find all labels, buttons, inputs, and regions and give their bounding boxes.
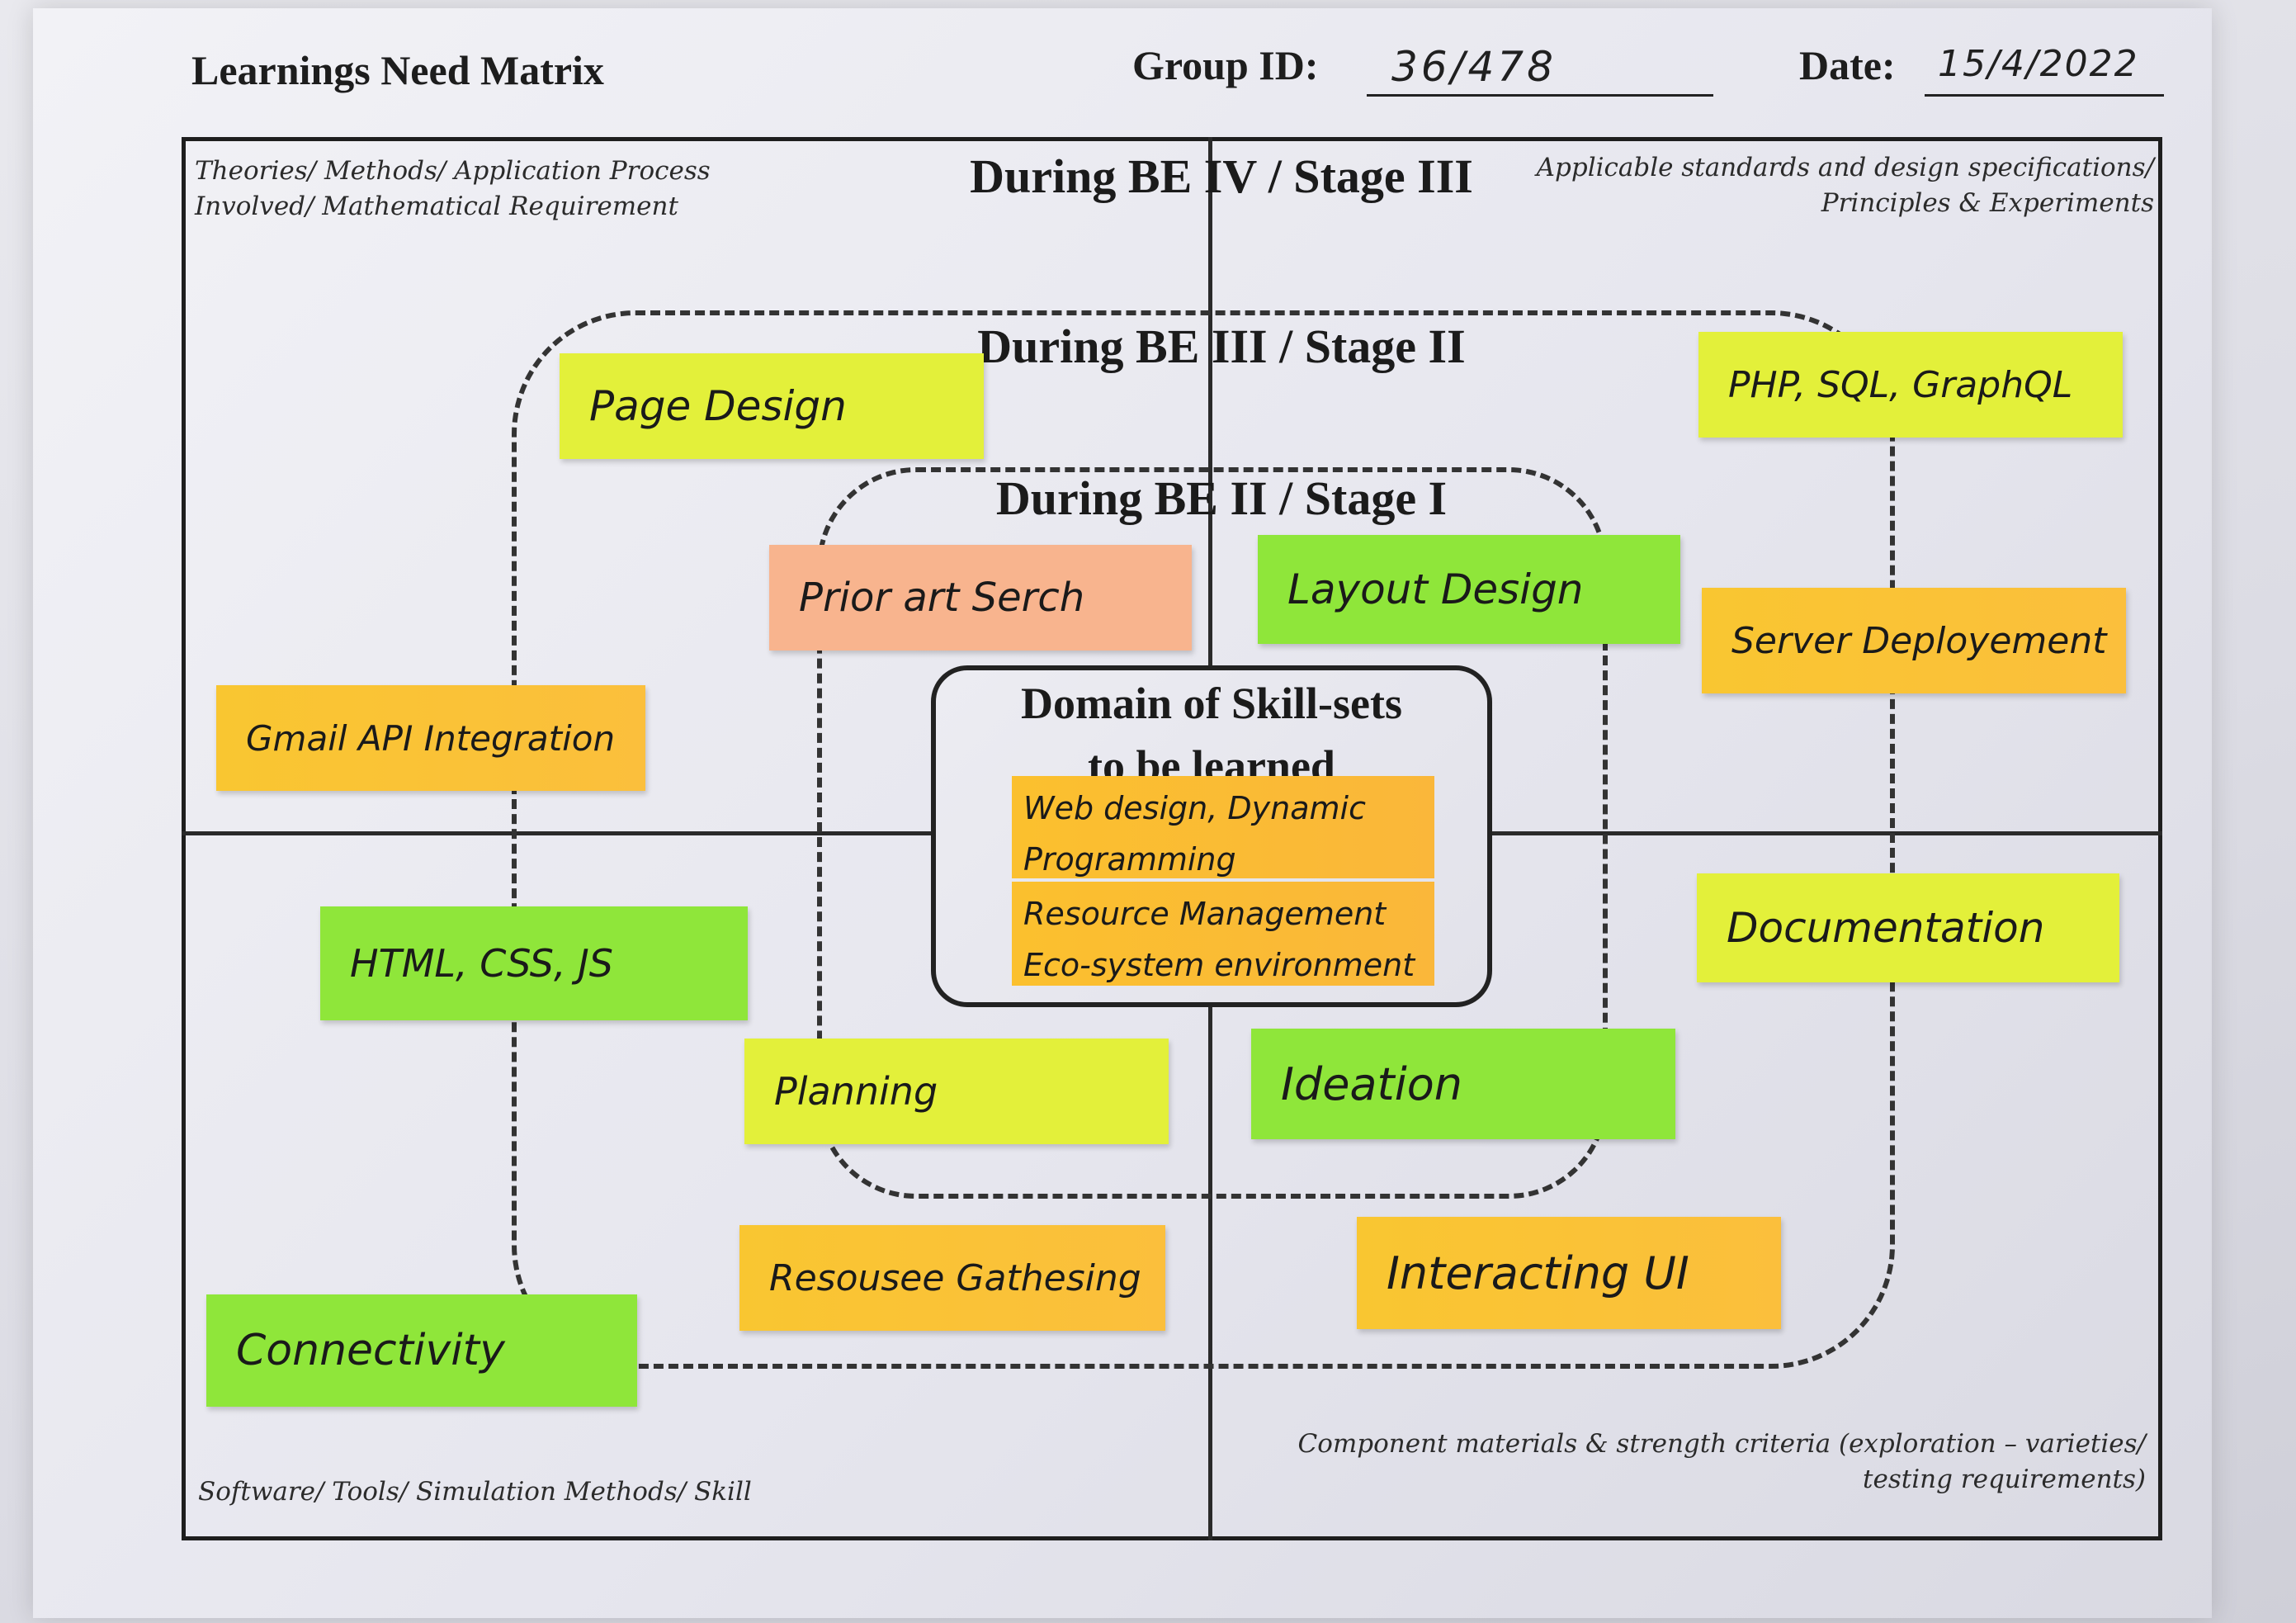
stage2-title: During BE III / Stage II [977, 319, 1466, 373]
quadrant-label-top-left: Theories/ Methods/ Application Process I… [195, 156, 711, 222]
note-documentation: Documentation [1697, 873, 2119, 982]
note-gmail-api-integration: Gmail API Integration [216, 685, 645, 791]
note-page-design: Page Design [560, 353, 984, 459]
note-php-sql-graphql: PHP, SQL, GraphQL [1698, 332, 2123, 438]
note-interacting-ui: Interacting UI [1357, 1217, 1781, 1329]
domain-title-line1: Domain of Skill-sets [1020, 679, 1403, 728]
note-ideation: Ideation [1251, 1029, 1675, 1139]
note-resource-gathering: Resousee Gathesing [739, 1225, 1165, 1331]
note-server-deployment: Server Deployement [1702, 588, 2126, 693]
stage3-title: During BE IV / Stage III [970, 149, 1473, 203]
stage1-title: During BE II / Stage I [995, 471, 1448, 525]
quadrant-label-top-right: Applicable standards and design specific… [1536, 153, 2154, 219]
group-id-value: 36/478 [1367, 43, 1713, 97]
matrix-frame [182, 137, 2162, 1540]
date-label: Date: [1799, 42, 1896, 88]
quadrant-label-bottom-right: Component materials & strength criteria … [1297, 1429, 2146, 1495]
note-layout-design: Layout Design [1258, 535, 1680, 644]
note-html-css-js: HTML, CSS, JS [320, 906, 748, 1020]
page-title: Learnings Need Matrix [191, 47, 604, 93]
quadrant-label-bottom-left: Software/ Tools/ Simulation Methods/ Ski… [198, 1477, 752, 1507]
center-note-resource-management: Resource Management Eco-system environme… [1012, 882, 1434, 986]
date-value: 15/4/2022 [1925, 43, 2164, 97]
group-id-label: Group ID: [1132, 42, 1319, 88]
domain-title: Domain of Skill-sets to be learned [931, 665, 1492, 797]
note-planning: Planning [744, 1039, 1169, 1144]
stage2-boundary [512, 310, 1895, 1369]
note-connectivity: Connectivity [206, 1294, 637, 1407]
note-prior-art-search: Prior art Serch [769, 545, 1192, 651]
center-note-web-design: Web design, Dynamic Programming [1012, 776, 1434, 878]
stage1-boundary [817, 467, 1608, 1199]
